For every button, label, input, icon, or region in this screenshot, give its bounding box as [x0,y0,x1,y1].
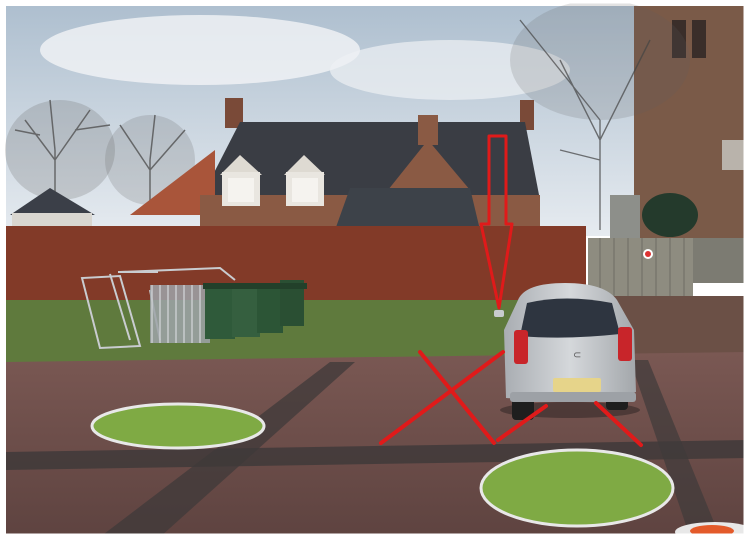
silver-car: ⊂ [494,283,640,420]
green-circle-right [479,448,675,528]
fence [588,238,693,296]
svg-text:⊂: ⊂ [573,350,581,361]
green-circle-left [90,402,266,450]
bare-trees-left [14,99,186,220]
shrub [642,193,698,237]
barrier-stack [150,285,210,343]
brick-house [130,98,540,230]
red-line-annotations [379,350,643,447]
red-arrow-annotation [479,134,514,310]
wheelie-bins [203,280,307,339]
